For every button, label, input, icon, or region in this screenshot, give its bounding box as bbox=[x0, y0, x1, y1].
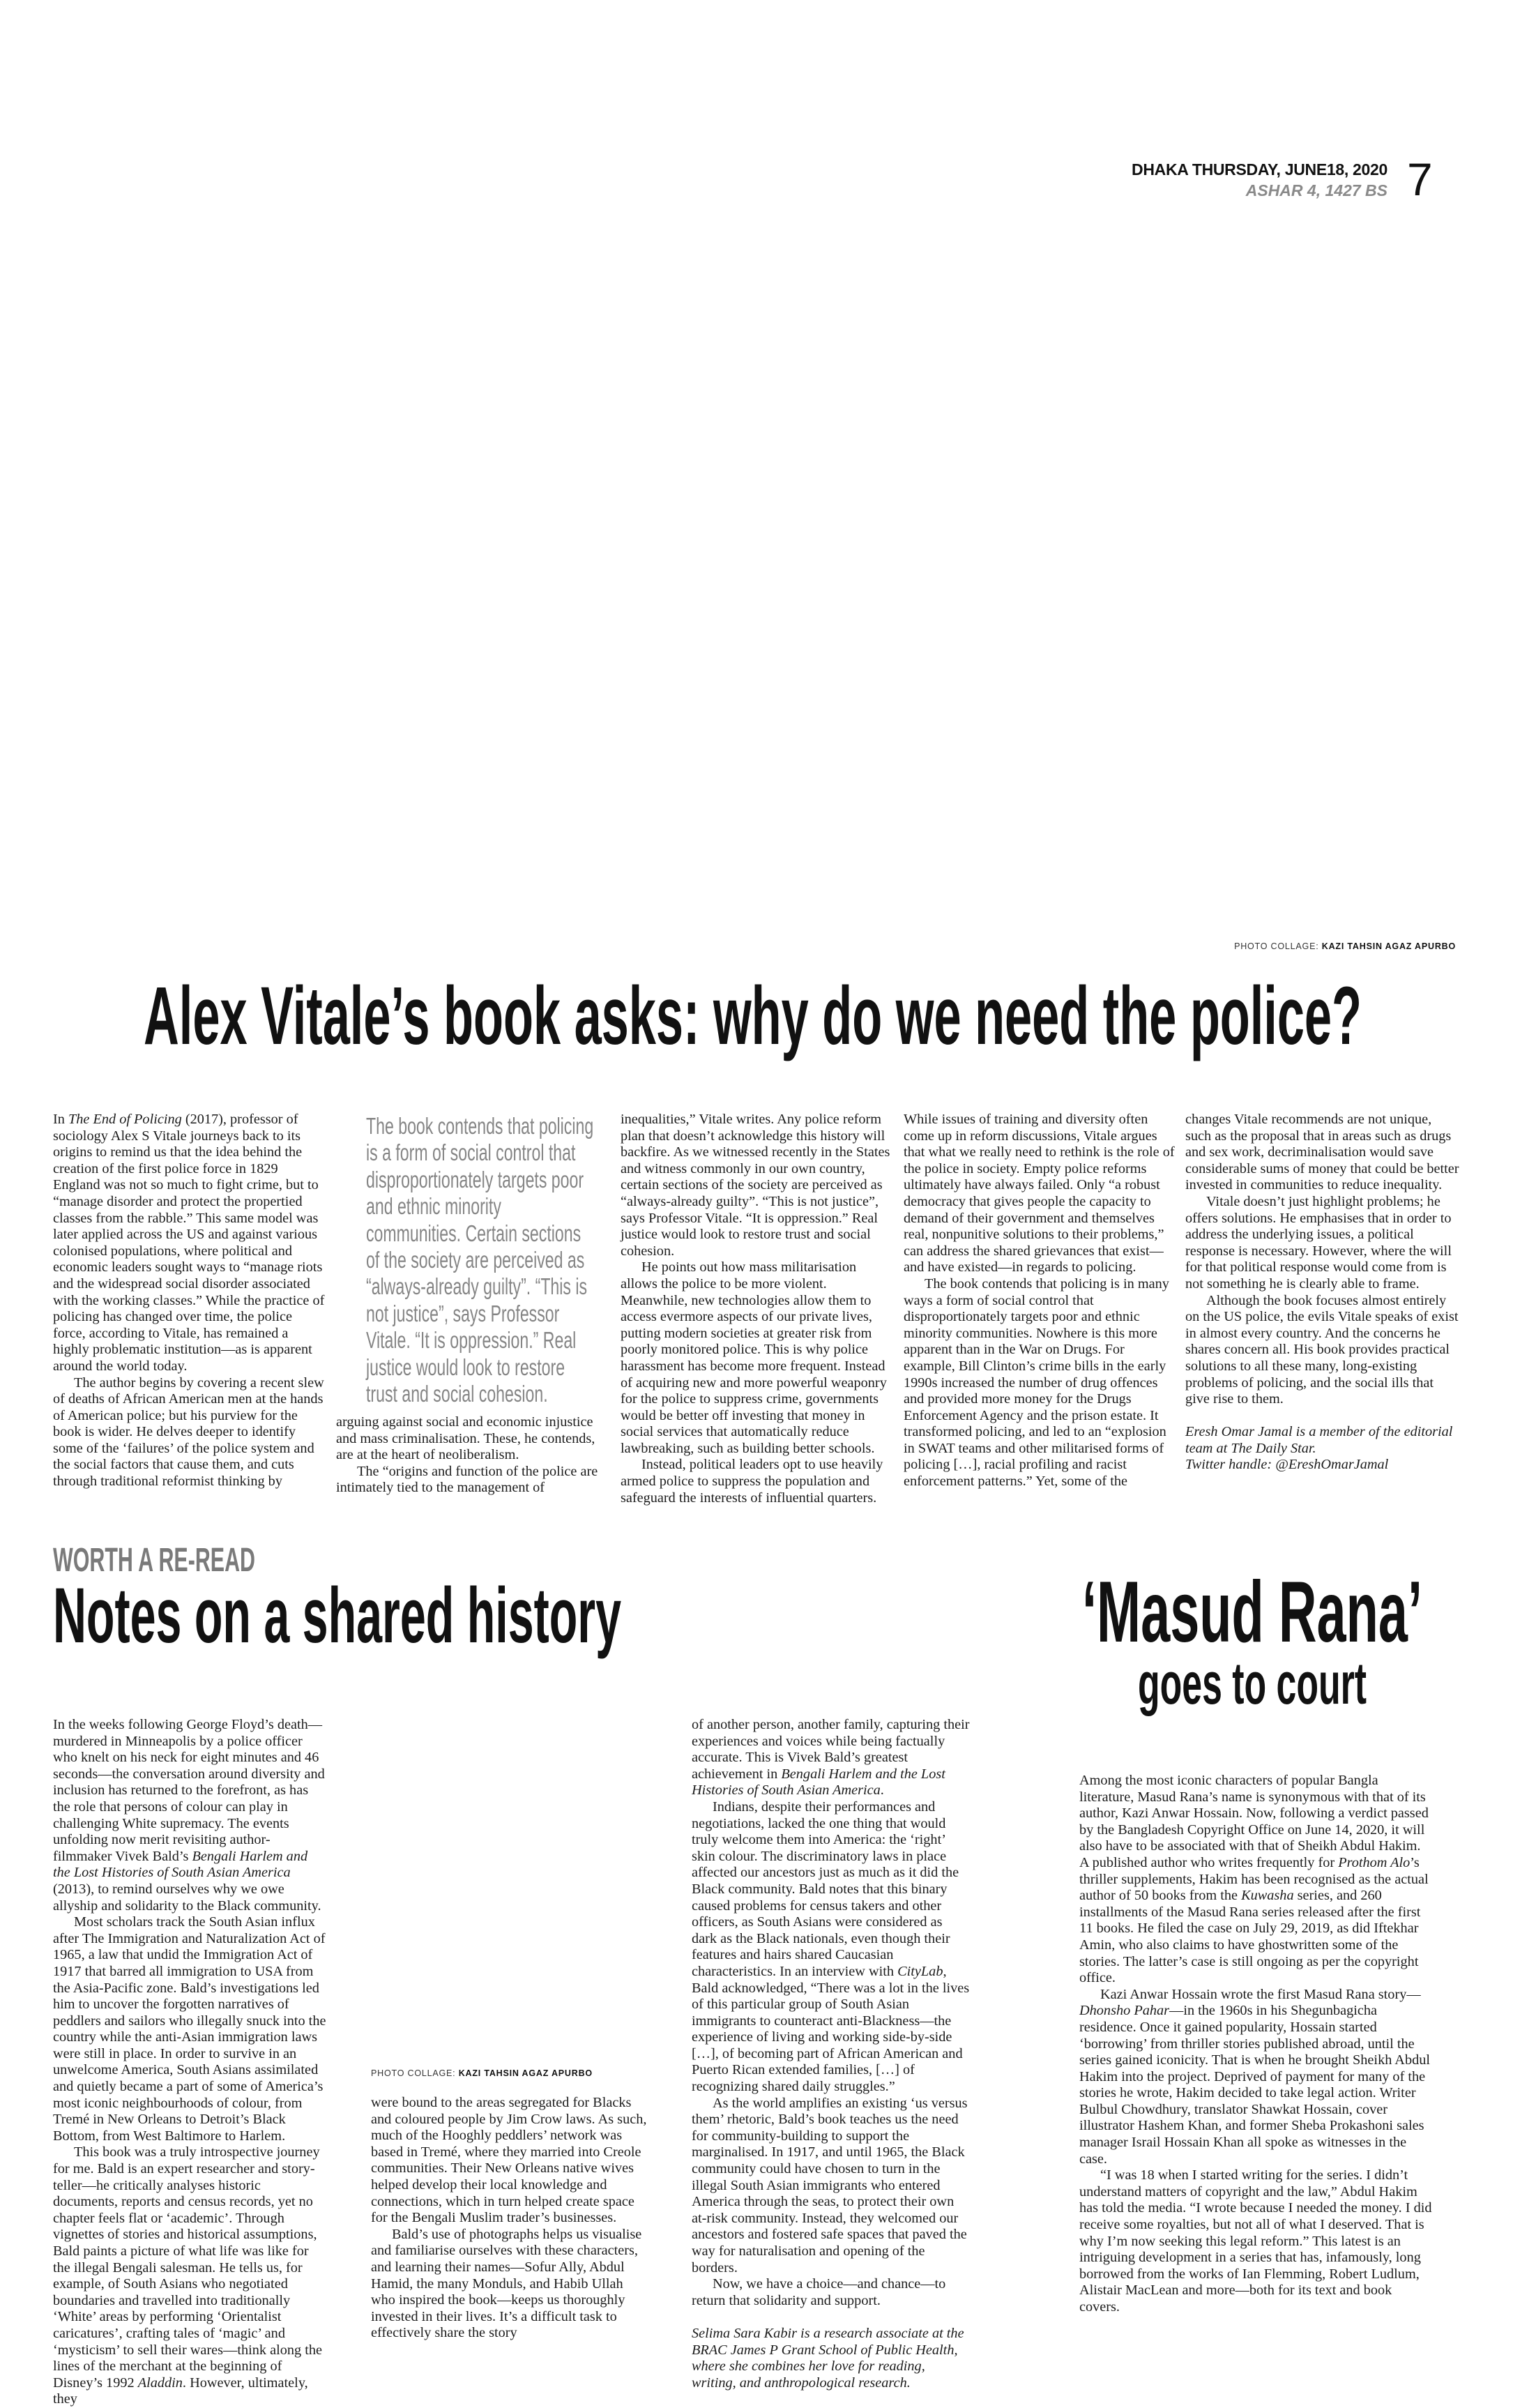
headline: ‘Masud Rana’ bbox=[1082, 1564, 1422, 1660]
headline-container: ‘Masud Rana’ bbox=[1082, 1565, 1513, 1660]
paragraph: The book contends that policing is in ma… bbox=[904, 1275, 1169, 1490]
date: DHAKA THURSDAY, JUNE18, 2020 bbox=[1132, 160, 1387, 179]
paragraph: were bound to the areas segregated for B… bbox=[371, 2095, 647, 2226]
author-bio: Eresh Omar Jamal is a member of the edit… bbox=[1185, 1424, 1453, 1456]
paragraph: The author begins by covering a recent s… bbox=[53, 1375, 324, 1490]
article-column: In the weeks following George Floyd’s de… bbox=[53, 1717, 328, 2408]
paragraph: As the world amplifies an existing ‘us v… bbox=[692, 2095, 968, 2276]
photo-credit: PHOTO COLLAGE: KAZI TAHSIN AGAZ APURBO bbox=[1234, 941, 1456, 951]
paragraph: Most scholars track the South Asian infl… bbox=[53, 1914, 326, 2144]
kicker-container: WORTH A RE-READ bbox=[53, 1543, 372, 1579]
photo-credit-name: KAZI TAHSIN AGAZ APURBO bbox=[458, 2068, 593, 2078]
section-kicker: WORTH A RE-READ bbox=[53, 1542, 255, 1579]
paragraph: In The End of Policing (2017), professor… bbox=[53, 1112, 325, 1374]
paragraph: inequalities,” Vitale writes. Any police… bbox=[621, 1112, 890, 1259]
paragraph: Among the most iconic characters of popu… bbox=[1079, 1773, 1429, 1986]
italic-title: The End of Policing bbox=[68, 1112, 182, 1127]
paragraph: Although the book focuses almost entirel… bbox=[1185, 1292, 1459, 1407]
author-bio: Selima Sara Kabir is a research associat… bbox=[692, 2325, 964, 2391]
italic-title: Bengali Harlem and the Lost Histories of… bbox=[53, 1848, 308, 1881]
photo-credit-name: KAZI TAHSIN AGAZ APURBO bbox=[1321, 941, 1456, 951]
headline-container: Alex Vitale’s book asks: why do we need … bbox=[144, 971, 1513, 1061]
paragraph: Now, we have a choice—and chance—to retu… bbox=[692, 2276, 946, 2308]
paragraph: The “origins and function of the police … bbox=[336, 1463, 598, 1496]
article-column: inequalities,” Vitale writes. Any police… bbox=[621, 1112, 895, 1506]
column-body: of another person, another family, captu… bbox=[692, 1717, 971, 2309]
paragraph: While issues of training and diversity o… bbox=[904, 1112, 1175, 1275]
article-column: were bound to the areas segregated for B… bbox=[371, 2095, 650, 2342]
italic-title: Kuwasha bbox=[1241, 1888, 1294, 1904]
photo-credit-label: PHOTO COLLAGE: bbox=[1234, 941, 1319, 951]
paragraph: Instead, political leaders opt to use he… bbox=[621, 1457, 883, 1506]
article-column: arguing against social and economic inju… bbox=[336, 1414, 609, 1497]
italic-title: Dhonsho Pahar bbox=[1079, 2003, 1170, 2019]
paragraph: This book was a truly introspective jour… bbox=[53, 2144, 323, 2407]
column-body: changes Vitale recommends are not unique… bbox=[1185, 1112, 1460, 1408]
italic-title: Bengali Harlem and the Lost Histories of… bbox=[692, 1766, 945, 1799]
subheadline: goes to court bbox=[1138, 1651, 1367, 1716]
subheadline-container: goes to court bbox=[1138, 1651, 1509, 1716]
article-column: While issues of training and diversity o… bbox=[904, 1112, 1178, 1490]
headline-container: Notes on a shared history bbox=[53, 1573, 1012, 1659]
paragraph: Indians, despite their performances and … bbox=[692, 1799, 970, 2095]
article-column: of another person, another family, captu… bbox=[692, 1717, 971, 2391]
paragraph: “I was 18 when I started writing for the… bbox=[1079, 2167, 1432, 2315]
italic-title: CityLab bbox=[897, 1963, 943, 1979]
page-number: 7 bbox=[1407, 153, 1433, 205]
paragraph: In the weeks following George Floyd’s de… bbox=[53, 1717, 325, 1914]
paragraph: Kazi Anwar Hossain wrote the first Masud… bbox=[1079, 1986, 1430, 2167]
author-twitter: Twitter handle: @EreshOmarJamal bbox=[1185, 1457, 1389, 1473]
paragraph: changes Vitale recommends are not unique… bbox=[1185, 1112, 1459, 1193]
article-column: changes Vitale recommends are not unique… bbox=[1185, 1112, 1460, 1474]
pull-quote: The book contends that policing is a for… bbox=[366, 1113, 594, 1407]
italic-title: Aladdin bbox=[137, 2375, 183, 2391]
paragraph: He points out how mass militarisation al… bbox=[621, 1259, 887, 1456]
paragraph: Vitale doesn’t just highlight problems; … bbox=[1185, 1193, 1452, 1292]
paragraph: of another person, another family, captu… bbox=[692, 1717, 970, 1799]
paragraph: arguing against social and economic inju… bbox=[336, 1414, 595, 1463]
paragraph: Bald’s use of photographs helps us visua… bbox=[371, 2226, 642, 2341]
headline: Notes on a shared history bbox=[53, 1572, 621, 1659]
article-column: In The End of Policing (2017), professor… bbox=[53, 1112, 326, 1490]
bangla-date: ASHAR 4, 1427 BS bbox=[1245, 181, 1387, 199]
dateline: DHAKA THURSDAY, JUNE18, 2020 ASHAR 4, 14… bbox=[1132, 159, 1387, 201]
article-column: Among the most iconic characters of popu… bbox=[1079, 1773, 1432, 2316]
italic-title: Prothom Alo bbox=[1338, 1854, 1411, 1870]
photo-credit-label: PHOTO COLLAGE: bbox=[371, 2068, 456, 2078]
photo-credit: PHOTO COLLAGE: KAZI TAHSIN AGAZ APURBO bbox=[371, 2068, 593, 2078]
headline: Alex Vitale’s book asks: why do we need … bbox=[144, 970, 1362, 1062]
